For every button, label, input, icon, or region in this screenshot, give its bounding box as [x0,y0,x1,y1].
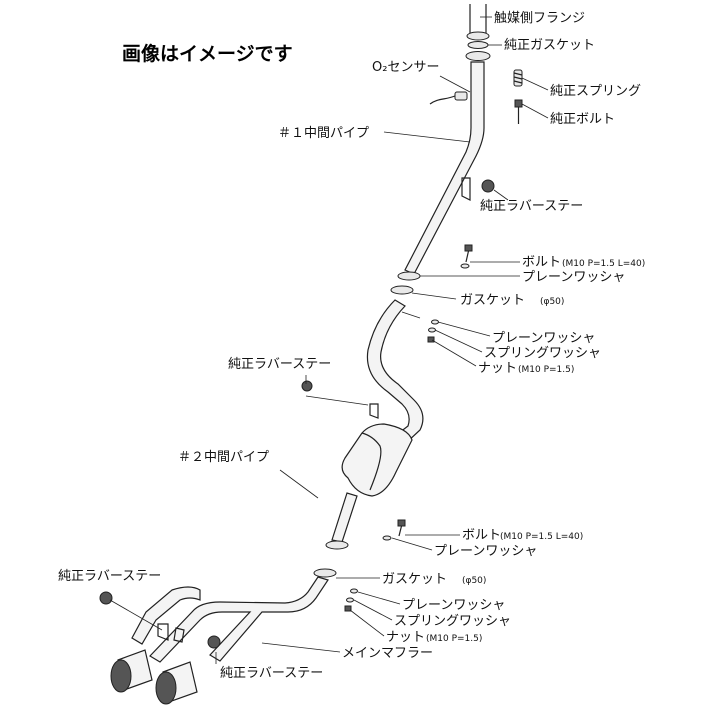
label-main-muffler: メインマフラー [342,646,433,661]
label-rubber-stay-2: 純正ラバーステー [228,357,331,372]
label-bolt-2-spec: (M10 P=1.5 L=40) [500,532,583,542]
image-notice-title: 画像はイメージです [122,42,293,65]
stock-spring-part [513,69,523,87]
flange-2-hardware [313,519,406,612]
label-gasket-1-spec: (φ50) [540,297,564,307]
label-spring-washer-1: スプリングワッシャ [484,346,601,361]
label-rubber-stay-1: 純正ラバーステー [480,199,583,214]
catalyst-flange-part [466,4,490,41]
label-nut-2-spec: (M10 P=1.5) [426,634,482,644]
label-plain-washer-3: プレーンワッシャ [434,544,537,559]
label-gasket-1: ガスケット [460,293,525,308]
front-flange-part [465,51,491,61]
label-nut-1: ナット [478,361,517,376]
leader-lines [109,16,549,664]
label-plain-washer-1: プレーンワッシャ [522,270,625,285]
stock-gasket-top-part [467,41,489,49]
part-labels: 触媒側フランジ 純正ガスケット O₂センサー 純正スプリング 純正ボルト ＃１中… [58,11,645,681]
mid-pipe-2-part [301,299,424,550]
label-mid-pipe-2: ＃２中間パイプ [178,450,269,465]
label-plain-washer-4: プレーンワッシャ [402,598,505,613]
mid-pipe-1-part [397,61,495,281]
label-nut-1-spec: (M10 P=1.5) [518,365,574,375]
exhaust-system-drawing [99,4,523,705]
label-bolt-2: ボルト [462,528,501,543]
label-plain-washer-2: プレーンワッシャ [492,331,595,346]
label-stock-bolt: 純正ボルト [550,112,615,127]
label-gasket-2: ガスケット [382,572,447,587]
label-mid-pipe-1: ＃１中間パイプ [278,126,369,141]
label-gasket-2-spec: (φ50) [462,576,486,586]
main-muffler-part [99,576,329,705]
muffler-tip-left [110,649,153,693]
label-o2-sensor: O₂センサー [372,60,439,75]
label-bolt-1-spec: (M10 P=1.5 L=40) [562,259,645,269]
label-rubber-stay-4: 純正ラバーステー [220,666,323,681]
label-stock-gasket-top: 純正ガスケット [504,38,595,53]
label-catalyst-flange: 触媒側フランジ [494,11,585,26]
o2-sensor-part [429,75,471,105]
label-bolt-1: ボルト [522,255,561,270]
muffler-tip-right [155,661,198,705]
label-rubber-stay-3: 純正ラバーステー [58,569,161,584]
label-stock-spring: 純正スプリング [550,84,641,99]
stock-bolt-part [514,99,523,124]
label-nut-2: ナット [386,630,425,645]
label-spring-washer-2: スプリングワッシャ [394,614,511,629]
